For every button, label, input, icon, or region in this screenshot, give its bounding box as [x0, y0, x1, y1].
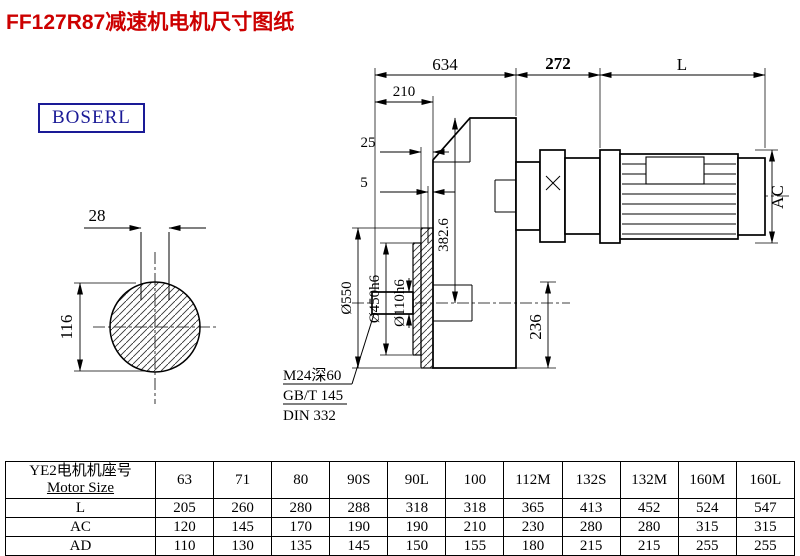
svg-text:Ø110h6: Ø110h6 — [392, 279, 408, 327]
motor — [599, 149, 766, 244]
mounting-flange — [420, 227, 434, 369]
input-adapter — [515, 149, 601, 243]
table-cell: 145 — [329, 536, 389, 556]
column-header: 160L — [735, 461, 796, 499]
table-cell: 280 — [271, 498, 331, 518]
column-header: 80 — [271, 461, 331, 499]
row-label: AD — [5, 536, 156, 556]
output-shaft — [371, 291, 414, 315]
table-cell: 547 — [735, 498, 796, 518]
svg-text:272: 272 — [545, 54, 571, 73]
table-cell: 318 — [445, 498, 505, 518]
shaft-hole-notes: M24深60 GB/T 145 DIN 332 — [283, 313, 375, 424]
svg-text:210: 210 — [393, 84, 416, 100]
flange-spigot — [412, 242, 422, 356]
table-cell: 255 — [677, 536, 737, 556]
table-cell: 315 — [677, 517, 737, 537]
dim-272: 272 — [515, 54, 601, 78]
svg-text:5: 5 — [360, 175, 368, 191]
svg-text:116: 116 — [57, 315, 76, 340]
table-row-AD: AD 110 130 135 145 150 155 180 215 215 2… — [5, 536, 796, 556]
gearbox-housing — [371, 117, 517, 369]
dim-634: 634 — [374, 55, 517, 78]
table-cell: 288 — [329, 498, 389, 518]
brand-logo: BOSERL — [38, 103, 145, 133]
column-header: 112M — [503, 461, 563, 499]
table-cell: 365 — [503, 498, 563, 518]
note-din-standard: DIN 332 — [283, 408, 336, 424]
motor-size-header: YE2电机机座号 Motor Size — [5, 461, 156, 499]
table-cell: 190 — [329, 517, 389, 537]
svg-text:236: 236 — [526, 314, 545, 340]
table-cell: 280 — [619, 517, 679, 537]
dim-shaft-diameter: Ø110h6 — [392, 278, 412, 328]
motor-size-table: YE2电机机座号 Motor Size 63 71 80 90S 90L 100… — [5, 461, 796, 556]
svg-text:382.6: 382.6 — [436, 218, 452, 252]
table-cell: 230 — [503, 517, 563, 537]
fan-cover — [737, 157, 766, 236]
dim-382-6: 382.6 — [436, 117, 458, 304]
table-cell: 260 — [213, 498, 273, 518]
row-label: L — [5, 498, 156, 518]
table-cell: 255 — [735, 536, 796, 556]
page-title: FF127R87减速机电机尺寸图纸 — [6, 11, 295, 34]
svg-text:L: L — [677, 55, 687, 74]
table-cell: 215 — [619, 536, 679, 556]
terminal-box — [645, 156, 705, 185]
column-header: 100 — [445, 461, 505, 499]
table-cell: 170 — [271, 517, 331, 537]
table-cell: 413 — [561, 498, 621, 518]
dim-5: 5 — [360, 175, 455, 195]
row-label: AC — [5, 517, 156, 537]
column-header: 71 — [213, 461, 273, 499]
dim-236: 236 — [526, 281, 551, 369]
dim-25: 25 — [361, 135, 449, 155]
dim-flange-diameter: Ø550 — [339, 227, 361, 369]
motor-size-header-cn: YE2电机机座号 — [29, 463, 132, 479]
svg-text:634: 634 — [432, 55, 458, 74]
table-cell: 452 — [619, 498, 679, 518]
table-cell: 155 — [445, 536, 505, 556]
table-cell: 130 — [213, 536, 273, 556]
dim-AC: AC — [768, 149, 787, 244]
table-cell: 524 — [677, 498, 737, 518]
dim-motor-length-L: L — [599, 55, 766, 78]
column-header: 90S — [329, 461, 389, 499]
column-header: 63 — [154, 461, 215, 499]
table-cell: 120 — [154, 517, 215, 537]
table-header-row: YE2电机机座号 Motor Size 63 71 80 90S 90L 100… — [5, 461, 796, 499]
table-cell: 315 — [735, 517, 796, 537]
motor-size-header-en: Motor Size — [46, 480, 115, 496]
table-cell: 145 — [213, 517, 273, 537]
table-row-L: L 205 260 280 288 318 318 365 413 452 52… — [5, 498, 796, 518]
column-header: 132M — [619, 461, 679, 499]
dim-spigot-diameter: Ø450h6 — [367, 242, 389, 356]
svg-text:28: 28 — [89, 206, 106, 225]
svg-text:25: 25 — [361, 135, 376, 151]
table-cell: 180 — [503, 536, 563, 556]
dim-116: 116 — [57, 282, 83, 372]
column-header: 90L — [387, 461, 447, 499]
table-cell: 210 — [445, 517, 505, 537]
column-header: 160M — [677, 461, 737, 499]
shaft-end-view — [109, 232, 201, 373]
svg-text:Ø450h6: Ø450h6 — [367, 274, 383, 323]
column-header: 132S — [561, 461, 621, 499]
svg-text:AC: AC — [768, 185, 787, 209]
table-cell: 318 — [387, 498, 447, 518]
table-cell: 150 — [387, 536, 447, 556]
table-cell: 205 — [154, 498, 215, 518]
svg-text:Ø550: Ø550 — [339, 281, 355, 314]
table-cell: 190 — [387, 517, 447, 537]
table-cell: 135 — [271, 536, 331, 556]
note-gbt-standard: GB/T 145 — [283, 388, 343, 404]
table-cell: 215 — [561, 536, 621, 556]
table-cell: 280 — [561, 517, 621, 537]
dim-210: 210 — [374, 84, 434, 105]
dim-28: 28 — [84, 206, 206, 231]
note-tapped-hole: M24深60 — [283, 367, 341, 384]
table-row-AC: AC 120 145 170 190 190 210 230 280 280 3… — [5, 517, 796, 537]
table-cell: 110 — [154, 536, 215, 556]
